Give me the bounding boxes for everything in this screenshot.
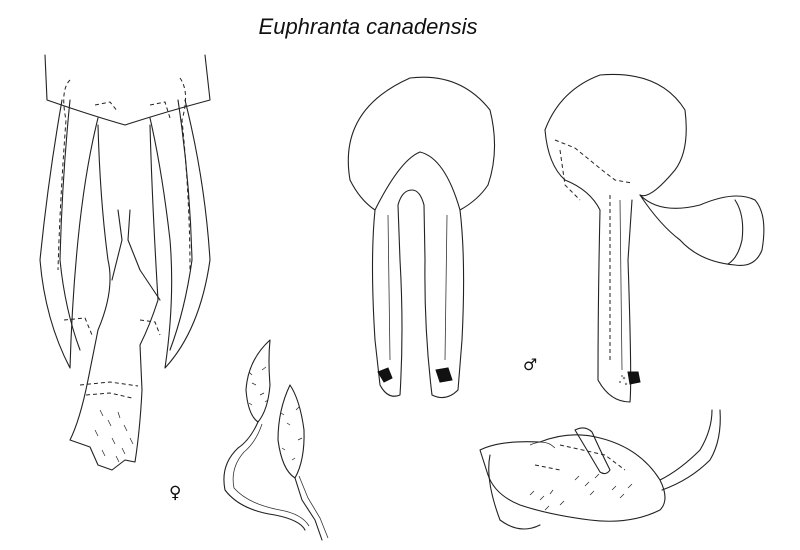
male-epandrium-posterior-drawing	[347, 76, 496, 399]
plate-title: Euphranta canadensis	[258, 14, 478, 39]
male-epandrium-lateral-drawing	[544, 73, 765, 403]
male-symbol: ♂	[523, 355, 538, 374]
female-ovipositor-drawing	[39, 54, 211, 471]
spermathecae-drawing	[223, 339, 329, 541]
phallus-drawing	[479, 409, 721, 530]
female-symbol: ♀	[169, 483, 182, 503]
